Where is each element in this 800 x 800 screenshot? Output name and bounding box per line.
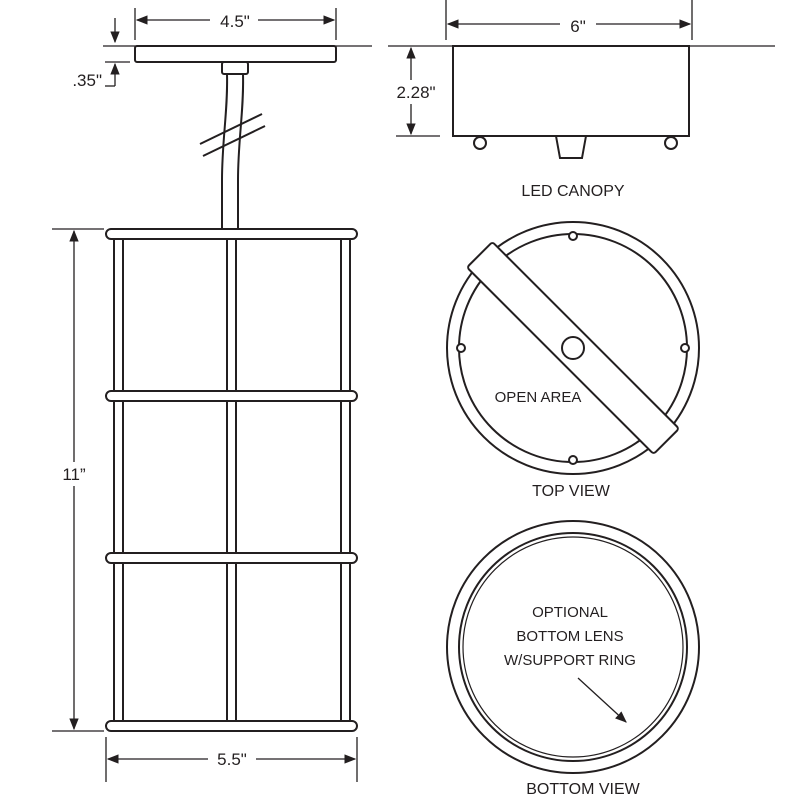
led-canopy-foot-right xyxy=(664,136,678,150)
cage-bar-left xyxy=(113,562,124,722)
dim-led-width: 6" xyxy=(570,17,586,36)
bottom-view-note-line-3: W/SUPPORT RING xyxy=(504,652,636,669)
led-canopy-body xyxy=(452,45,690,137)
screw-right xyxy=(680,343,690,353)
top-view-caption: TOP VIEW xyxy=(532,483,611,500)
cage-ring-top xyxy=(105,228,358,240)
dim-height: 11” xyxy=(62,465,86,484)
cage-bar-left xyxy=(113,400,124,554)
led-canopy-caption: LED CANOPY xyxy=(521,183,624,200)
led-canopy-foot-left xyxy=(473,136,487,150)
pendant-cord-2 xyxy=(237,73,245,230)
cord-break-mark xyxy=(199,113,263,145)
cord-break-mark-2 xyxy=(202,125,266,157)
cage-ring-upper xyxy=(105,390,358,402)
screw-left xyxy=(456,343,466,353)
cage-bar-center xyxy=(226,562,237,722)
cage-bar-left xyxy=(113,238,124,392)
cage-bar-center xyxy=(226,400,237,554)
cage-bar-right xyxy=(340,400,351,554)
pendant-side-view: 4.5" .35" 11” 5.5" xyxy=(52,8,372,782)
screw-top xyxy=(568,231,578,241)
top-view-open-area-label: OPEN AREA xyxy=(495,389,582,406)
cage-bar-center xyxy=(226,238,237,392)
stem-coupler xyxy=(221,61,249,75)
dim-led-height: 2.28" xyxy=(396,83,435,102)
pendant-canopy-plate xyxy=(134,45,337,63)
led-canopy-view: 6" 2.28" LED CANOPY xyxy=(388,0,775,200)
bottom-view: OPTIONAL BOTTOM LENS W/SUPPORT RING BOTT… xyxy=(446,520,700,798)
bottom-view-lens-ring xyxy=(462,536,684,758)
bottom-view-leader-arrow xyxy=(577,677,627,723)
bottom-view-caption: BOTTOM VIEW xyxy=(526,781,640,798)
dim-width: 5.5" xyxy=(217,750,247,769)
cage-ring-lower xyxy=(105,552,358,564)
top-view-crossbar xyxy=(467,242,679,454)
pendant-cord xyxy=(221,73,229,230)
cage-bar-right xyxy=(340,562,351,722)
bottom-view-inner-ring xyxy=(458,532,688,762)
led-canopy-nipple xyxy=(554,135,588,159)
bottom-view-outer-ring xyxy=(446,520,700,774)
cage-bar-right xyxy=(340,238,351,392)
bottom-view-note-line-1: OPTIONAL xyxy=(532,604,608,621)
dim-canopy-height: .35" xyxy=(72,71,102,90)
cage-ring-bottom xyxy=(105,720,358,732)
cage-bars xyxy=(113,238,351,722)
bottom-view-note-line-2: BOTTOM LENS xyxy=(516,628,623,645)
top-view-center-hole xyxy=(561,336,585,360)
dim-canopy-width: 4.5" xyxy=(220,12,250,31)
screw-bottom xyxy=(568,455,578,465)
top-view: OPEN AREA TOP VIEW xyxy=(446,221,700,500)
top-view-outer-ring xyxy=(446,221,700,475)
